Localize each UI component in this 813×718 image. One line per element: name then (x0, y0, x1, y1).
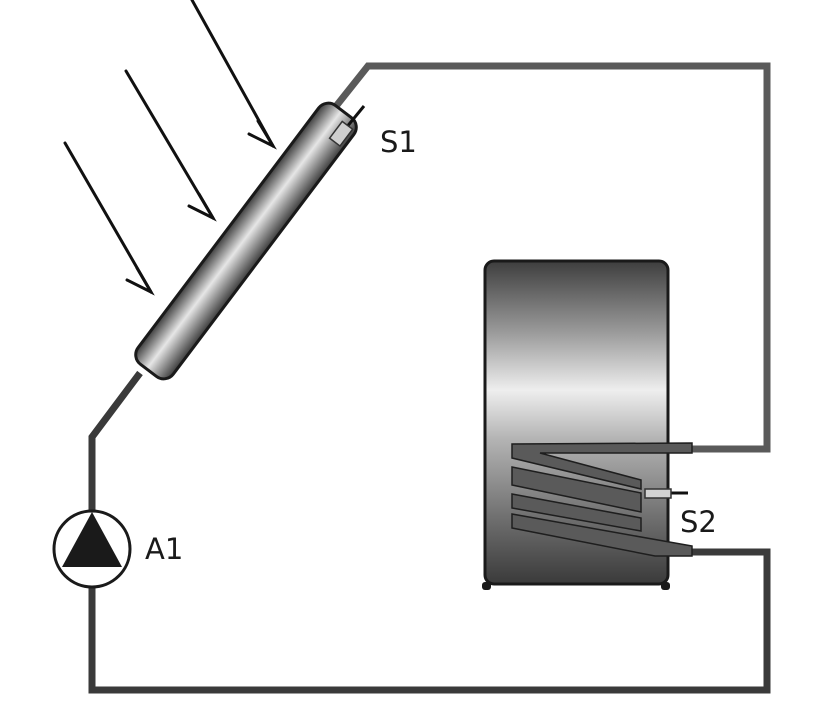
sun-ray-arrow (124, 69, 217, 222)
sensor-label-s2: S2 (680, 505, 717, 539)
pump-label-a1: A1 (145, 532, 183, 566)
heat-exchanger-coil (511, 442, 693, 557)
return-pipe (88, 548, 771, 694)
sun-ray-arrow (63, 141, 155, 296)
circulation-pump (52, 509, 132, 589)
sensor-label-s1: S1 (380, 125, 417, 159)
collector-sensor-s1 (328, 105, 366, 148)
sun-rays (63, 0, 277, 296)
tank-sensor-s2 (644, 488, 688, 499)
solar-collector (134, 101, 358, 381)
collector-feed-pipe (88, 370, 143, 510)
hot-supply-pipe (330, 62, 771, 453)
sun-ray-arrow (190, 0, 277, 150)
